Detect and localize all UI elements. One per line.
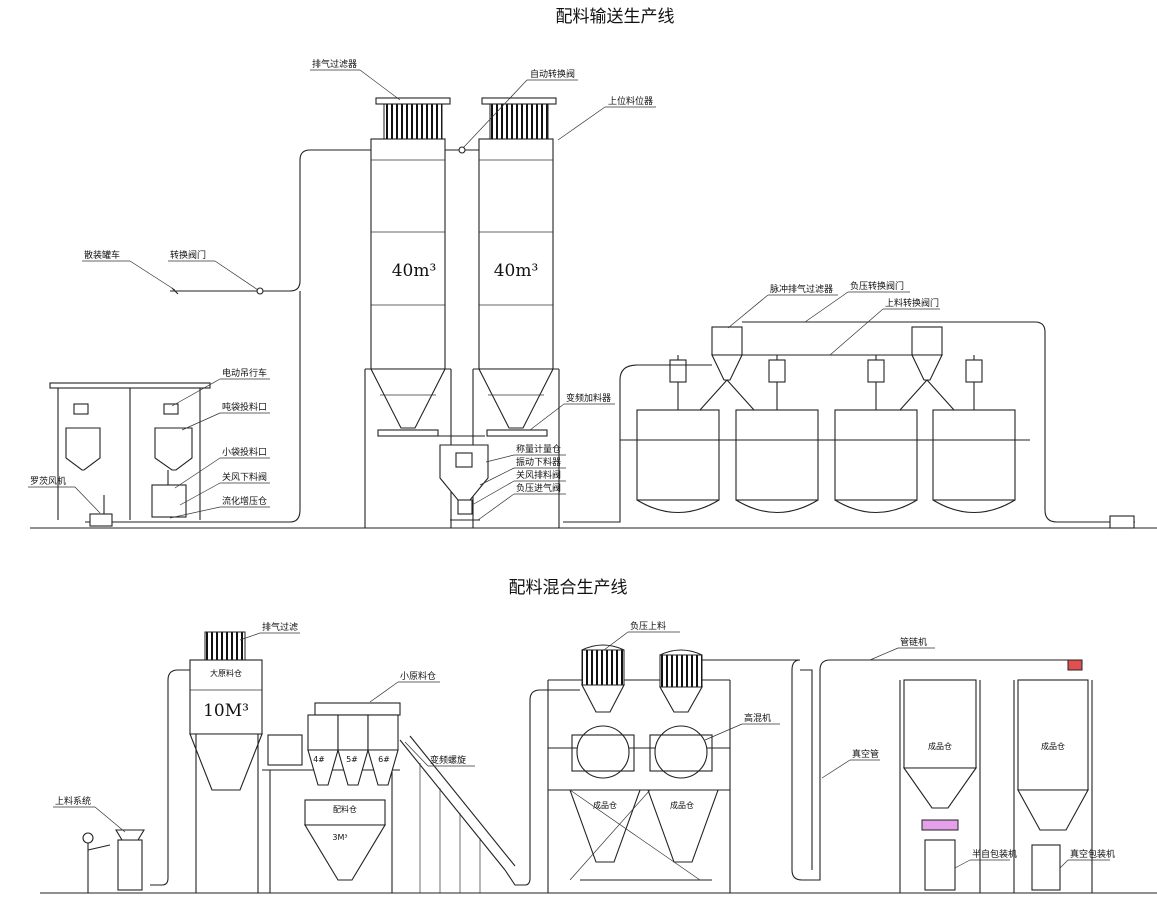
silo-1-volume: 40m³ — [392, 261, 437, 281]
label-ton-bag-port: 吨袋投料口 — [222, 401, 267, 413]
label-exhaust-filter: 排气过滤器 — [312, 58, 357, 70]
silo-2-volume: 40m³ — [494, 261, 539, 281]
label-neg-feed: 负压上料 — [630, 620, 666, 632]
label-bulk-truck: 散装罐车 — [84, 249, 120, 261]
weigh-bin — [438, 435, 489, 521]
feed-system — [82, 669, 190, 893]
label-vfd-screw: 变频螺旋 — [430, 754, 466, 766]
top-title: 配料输送生产线 — [556, 7, 675, 27]
bottom-title: 配料混合生产线 — [509, 578, 628, 598]
label-auto-switch-valve: 自动转换阀 — [530, 68, 575, 80]
inclined-screw — [399, 689, 580, 893]
small-raw-bins: 4# 5# 6# 3M³ — [262, 702, 401, 893]
big-bin-label: 大原料仓 — [210, 668, 242, 678]
label-vfd-feeder: 变频加料器 — [566, 392, 611, 404]
reactor-tanks — [620, 355, 1030, 514]
label-exhaust-filter-2: 排气过滤 — [262, 621, 298, 633]
label-closed-air-discharge: 关风排料阀 — [516, 469, 561, 481]
label-feed-system: 上料系统 — [55, 795, 91, 807]
label-mixer: 高混机 — [744, 712, 771, 724]
top-callouts: 排气过滤器 自动转换阀 上位料位器 散装罐车 转换阀门 脉冲排气过滤器 负压转换… — [28, 58, 940, 521]
big-raw-bin: 10M³ — [189, 631, 263, 893]
label-neg-switch-valve: 负压转换阀门 — [850, 280, 904, 292]
finished-bin-2-label: 成品仓 — [670, 800, 694, 810]
label-switch-valve: 转换阀门 — [170, 249, 206, 261]
label-pulse-filter: 脉冲排气过滤器 — [770, 283, 833, 295]
label-roots-blower: 罗茨风机 — [30, 475, 66, 487]
finished-bin-4-label: 成品仓 — [1041, 741, 1065, 751]
label-vacuum-pipe: 真空管 — [852, 748, 879, 760]
bottom-callouts: 排气过滤 小原料仓 变频螺旋 上料系统 负压上料 高混机 管链机 真空管 半自包… — [53, 620, 1115, 869]
label-fluid-tank: 流化增压仓 — [222, 495, 267, 507]
finished-bin-3-label: 成品仓 — [928, 741, 952, 751]
top-production-line: 40m³ 40m³ — [30, 97, 1157, 529]
pulse-filters — [699, 326, 955, 411]
bin-4: 4# — [313, 755, 325, 764]
finished-bin-1-label: 成品仓 — [593, 800, 617, 810]
label-conveyor: 管链机 — [900, 636, 927, 648]
label-hoist: 电动吊行车 — [222, 367, 267, 379]
label-vib-discharge: 振动下料器 — [516, 456, 561, 468]
feeding-station — [49, 382, 211, 527]
mixer-unit — [547, 644, 731, 893]
label-packer-1: 半自包装机 — [972, 848, 1017, 860]
big-bin-volume: 10M³ — [203, 701, 249, 721]
label-closed-air-valve: 关风下料阀 — [222, 471, 267, 483]
label-packer-2: 真空包装机 — [1070, 848, 1115, 860]
label-feed-switch-valve: 上料转换阀门 — [885, 297, 939, 309]
bin-5: 5# — [346, 755, 358, 764]
label-weigh-bin: 称量计量仓 — [516, 443, 561, 455]
silo-1: 40m³ — [364, 97, 452, 528]
label-small-bin: 小原料仓 — [400, 670, 436, 682]
batch-bin-volume: 3M³ — [332, 833, 347, 842]
label-upper-level-gauge: 上位料位器 — [608, 95, 653, 107]
silo-2: 40m³ — [472, 97, 560, 528]
bottom-production-line: 10M³ 4# 5# 6# — [40, 631, 1157, 894]
batch-bin-label: 配料仓 — [333, 804, 357, 814]
bin-6: 6# — [378, 755, 390, 764]
finished-bins — [899, 659, 1093, 893]
label-small-bag-port: 小袋投料口 — [222, 446, 267, 458]
label-neg-vent-valve: 负压进气阀 — [516, 482, 561, 494]
